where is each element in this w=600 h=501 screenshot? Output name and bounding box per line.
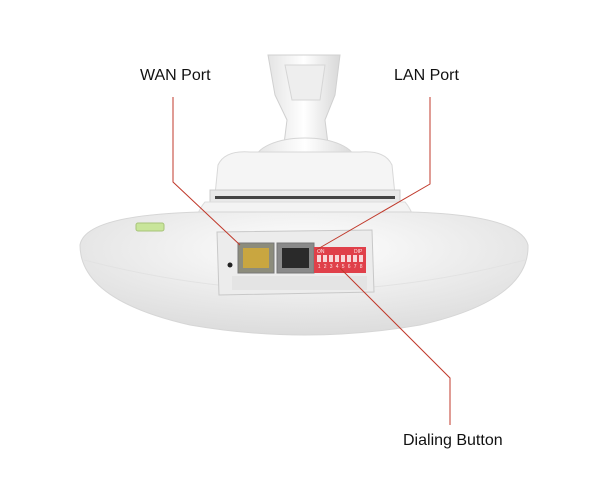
dip-toggle — [323, 255, 327, 262]
wan-callout-line — [172, 97, 241, 246]
lan-port-label: LAN Port — [394, 67, 459, 84]
dip-number: 4 — [336, 264, 339, 270]
dip-toggle — [329, 255, 333, 262]
dip-number: 7 — [354, 264, 357, 270]
dip-toggle — [359, 255, 363, 262]
dip-toggle — [353, 255, 357, 262]
dip-number: 6 — [348, 264, 351, 270]
dip-number: 8 — [360, 264, 363, 270]
dip-toggle — [317, 255, 321, 262]
dip-brand-text: DIP — [354, 249, 363, 255]
dialing-callout-line — [339, 267, 451, 425]
dip-number: 5 — [342, 264, 345, 270]
dip-number: 1 — [318, 264, 321, 270]
dip-number: 2 — [324, 264, 327, 270]
wan-port-label: WAN Port — [140, 67, 211, 84]
bubble-level — [135, 222, 165, 232]
dialing-button-label: Dialing Button — [403, 432, 503, 449]
dip-toggle — [347, 255, 351, 262]
lan-callout-line — [315, 97, 431, 251]
reset-hole — [227, 262, 233, 268]
dip-toggle — [335, 255, 339, 262]
dip-toggle — [341, 255, 345, 262]
dip-on-text: ON — [317, 249, 325, 255]
port-panel: ON DIP 1 2 3 4 5 6 7 8 — [216, 229, 375, 296]
dip-number: 3 — [330, 264, 333, 270]
